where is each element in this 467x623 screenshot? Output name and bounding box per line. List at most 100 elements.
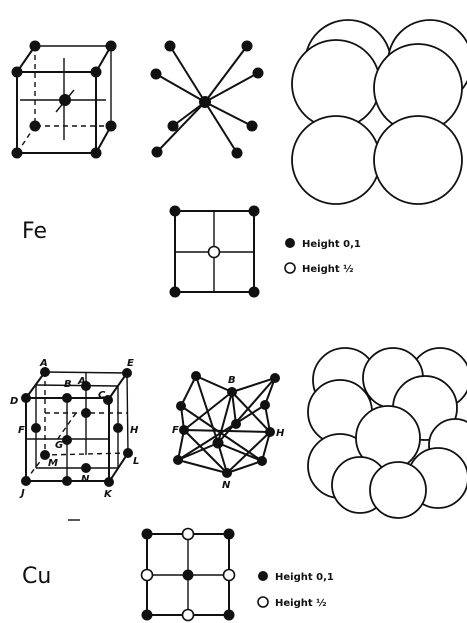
fe-corner-atom bbox=[248, 205, 260, 217]
cu-central-atom bbox=[212, 437, 224, 449]
cu-label-l: L bbox=[133, 456, 139, 467]
fe-atom bbox=[246, 120, 258, 132]
cu-atom bbox=[173, 455, 183, 465]
fe-atom bbox=[11, 66, 23, 78]
fe-bond bbox=[204, 45, 248, 103]
cu-atom bbox=[270, 373, 280, 383]
cu-atom bbox=[81, 463, 91, 473]
cu-atom bbox=[222, 468, 232, 478]
cu-bond bbox=[177, 404, 266, 461]
fe-atom bbox=[252, 67, 264, 79]
fe-atom bbox=[105, 40, 117, 52]
fe-bond bbox=[155, 73, 206, 103]
cu-bond bbox=[183, 429, 228, 474]
cu-edge-open-atom bbox=[181, 527, 195, 541]
sphere bbox=[373, 115, 463, 205]
cu-element-label: Cu bbox=[22, 564, 51, 589]
cu-label-n-coord: N bbox=[222, 480, 231, 491]
cu-atom bbox=[40, 450, 50, 460]
cu-label-n: N bbox=[81, 474, 90, 485]
cu-atom bbox=[113, 423, 123, 433]
cu-atom bbox=[21, 393, 31, 403]
cu-atom bbox=[31, 423, 41, 433]
cu-atom bbox=[122, 368, 132, 378]
cu-atom bbox=[123, 448, 133, 458]
fe-element-label: Fe bbox=[22, 219, 47, 244]
cu-coordination-diagram: B F H N bbox=[172, 371, 285, 491]
fe-cube-back-edges bbox=[35, 45, 112, 126]
cu-grid-line bbox=[56, 412, 77, 441]
cu-edge-open-atom bbox=[181, 608, 195, 622]
fe-center-open-atom bbox=[207, 245, 221, 259]
legend-open-icon bbox=[284, 262, 296, 274]
cu-corner-atom bbox=[223, 528, 235, 540]
legend-filled-icon bbox=[285, 238, 295, 248]
cu-label-a2: A bbox=[77, 376, 86, 387]
cu-label-d: D bbox=[10, 396, 18, 407]
fe-atom bbox=[167, 120, 179, 132]
cu-label-b: B bbox=[64, 379, 72, 390]
legend-filled-label: Height 0,1 bbox=[302, 239, 361, 250]
fe-atom bbox=[241, 40, 253, 52]
cu-label-k: K bbox=[104, 489, 113, 500]
fe-bond bbox=[156, 101, 206, 153]
cu-label-f-coord: F bbox=[172, 425, 179, 436]
cu-bond bbox=[177, 429, 185, 461]
fe-coordination-diagram bbox=[150, 40, 264, 159]
cu-bond bbox=[195, 375, 233, 393]
cu-projection bbox=[140, 527, 236, 622]
cu-edge-open-atom bbox=[222, 568, 236, 582]
fe-bcc-unit-cell bbox=[11, 40, 117, 159]
cu-atom bbox=[104, 477, 114, 487]
cu-label-e: E bbox=[127, 358, 134, 369]
fe-bond bbox=[204, 72, 259, 103]
fe-atom bbox=[29, 40, 41, 52]
cu-corner-atom bbox=[141, 609, 153, 621]
fe-atom bbox=[231, 147, 243, 159]
sphere bbox=[369, 461, 427, 519]
fe-cube-front-face bbox=[16, 71, 97, 154]
cu-atom bbox=[103, 395, 113, 405]
cu-bond bbox=[217, 442, 263, 462]
fe-body-center-atom bbox=[59, 94, 71, 106]
cu-edge-open-atom bbox=[140, 568, 154, 582]
fe-corner-atom bbox=[248, 286, 260, 298]
cu-bond bbox=[177, 442, 219, 461]
cu-bond bbox=[217, 391, 233, 444]
legend-open-label: Height ½ bbox=[302, 264, 353, 275]
fe-atom bbox=[90, 147, 102, 159]
cu-atom bbox=[179, 425, 189, 435]
cu-atom bbox=[260, 400, 270, 410]
cu-bond bbox=[180, 375, 197, 407]
cu-label-h: H bbox=[130, 425, 139, 436]
cu-atom bbox=[40, 367, 50, 377]
fe-corner-atom bbox=[169, 286, 181, 298]
fe-atom bbox=[90, 66, 102, 78]
fe-central-atom bbox=[199, 96, 211, 108]
cu-atom bbox=[265, 427, 275, 437]
cu-atom bbox=[191, 371, 201, 381]
cu-atom bbox=[62, 393, 72, 403]
fe-corner-atom bbox=[169, 205, 181, 217]
cu-label-b-coord: B bbox=[228, 375, 236, 386]
cu-label-a: A bbox=[39, 358, 48, 369]
legend-filled-icon bbox=[258, 571, 268, 581]
fe-atom bbox=[164, 40, 176, 52]
fe-atom bbox=[29, 120, 41, 132]
cu-label-f: F bbox=[18, 425, 25, 436]
fe-bond bbox=[172, 101, 206, 127]
legend-filled-label: Height 0,1 bbox=[275, 572, 334, 583]
fe-bond bbox=[204, 101, 253, 127]
fe-atom bbox=[150, 68, 162, 80]
legend-open-icon bbox=[257, 596, 269, 608]
cu-atom bbox=[81, 408, 91, 418]
fe-sphere-packing bbox=[291, 19, 467, 205]
cu-corner-atom bbox=[141, 528, 153, 540]
cu-bond bbox=[177, 459, 228, 474]
cu-label-m: M bbox=[48, 458, 58, 469]
fe-bond bbox=[204, 101, 238, 154]
fe-bond bbox=[169, 45, 206, 103]
cu-legend: Height 0,1 Height ½ bbox=[257, 571, 334, 609]
cu-atom bbox=[257, 456, 267, 466]
cu-bond bbox=[231, 391, 237, 425]
